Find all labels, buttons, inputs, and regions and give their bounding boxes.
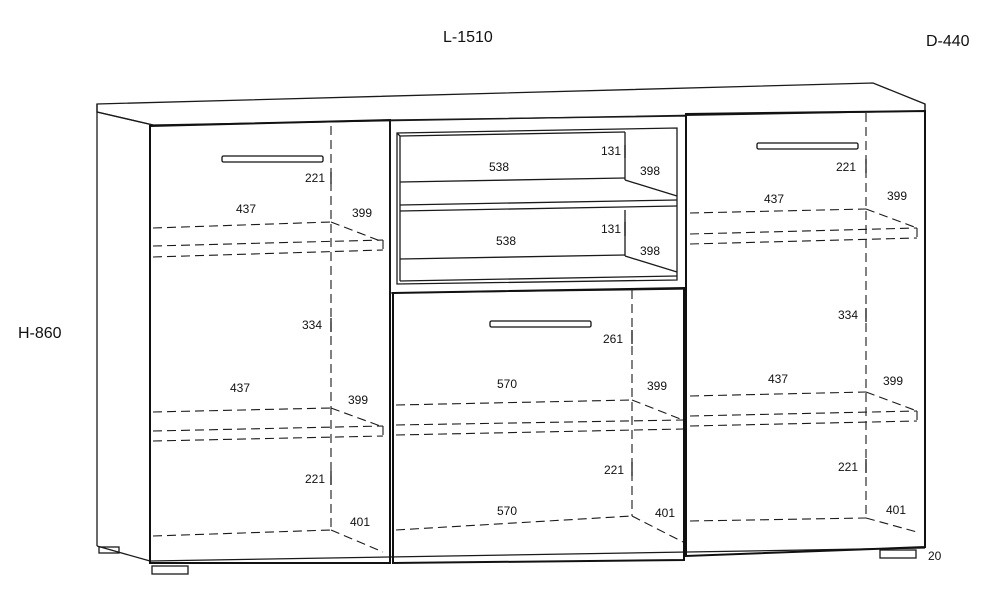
center-upper-width: 538 (489, 160, 509, 174)
right-middle-gap: 334 (838, 308, 858, 322)
left-top-gap: 221 (305, 171, 325, 185)
right-door-handle (756, 142, 859, 150)
center-bottom-width: 570 (497, 504, 517, 518)
center-upper-depth: 398 (640, 164, 660, 178)
left-shelf2-width: 437 (230, 381, 250, 395)
right-shelf2-depth: 399 (883, 374, 903, 388)
center-open-niche (389, 115, 687, 294)
center-lower-height: 131 (601, 222, 621, 236)
left-bottom-depth: 401 (350, 515, 370, 529)
center-door (392, 286, 685, 565)
overall-height: H-860 (18, 325, 62, 342)
center-lower-depth: 398 (640, 244, 660, 258)
right-door (685, 109, 926, 558)
left-shelf1-depth: 399 (352, 206, 372, 220)
overall-depth: D-440 (926, 33, 970, 50)
center-bottom-depth: 401 (655, 506, 675, 520)
cabinet-feet (98, 546, 917, 575)
right-shelf2-width: 437 (768, 372, 788, 386)
dimension-ticks (330, 145, 867, 485)
foot-height: 20 (928, 549, 942, 563)
center-lower-width: 538 (496, 234, 516, 248)
left-bottom-gap: 221 (305, 472, 325, 486)
left-middle-gap: 334 (302, 318, 322, 332)
center-top-gap: 261 (603, 332, 623, 346)
center-shelf-width: 570 (497, 377, 517, 391)
left-shelf1-width: 437 (236, 202, 256, 216)
right-bottom-gap: 221 (838, 460, 858, 474)
left-door (149, 118, 391, 564)
right-top-gap: 221 (836, 160, 856, 174)
right-bottom-depth: 401 (886, 503, 906, 517)
left-shelf2-depth: 399 (348, 393, 368, 407)
center-door-handle (489, 320, 592, 328)
center-bottom-gap: 221 (604, 463, 624, 477)
left-door-handle (221, 155, 324, 163)
right-shelf1-depth: 399 (887, 189, 907, 203)
center-shelf-depth: 399 (647, 379, 667, 393)
center-upper-height: 131 (601, 144, 621, 158)
right-shelf1-width: 437 (764, 192, 784, 206)
overall-length: L-1510 (443, 29, 493, 46)
